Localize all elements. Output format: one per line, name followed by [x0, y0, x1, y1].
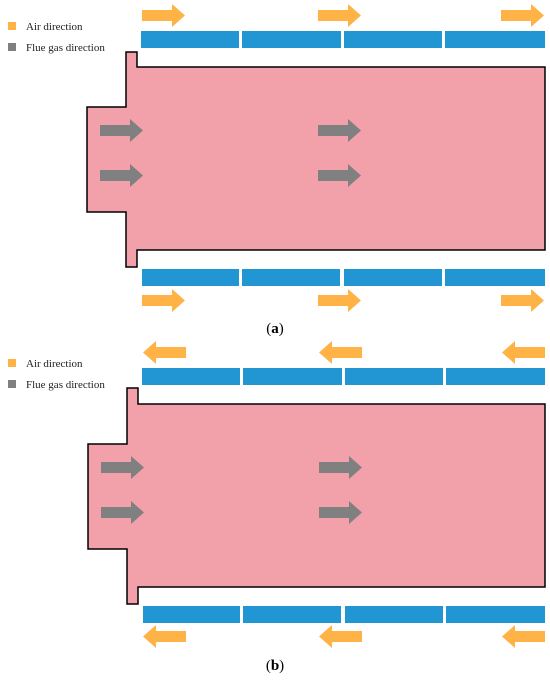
air-arrows-bottom-a [142, 289, 544, 312]
air-arrow [501, 289, 544, 312]
duct-segment [345, 368, 443, 385]
flue-arrow [100, 164, 143, 187]
duct-bottom-a [142, 269, 545, 286]
flue-arrow [319, 456, 362, 479]
duct-top-a [141, 31, 545, 48]
legend-air-swatch [8, 359, 16, 367]
panel-b: Air direction Flue gas direction [8, 341, 546, 674]
duct-segment [344, 269, 442, 286]
air-arrow [319, 625, 362, 648]
flue-arrows-b [101, 456, 362, 524]
duct-segment [142, 269, 239, 286]
duct-segment [242, 31, 341, 48]
duct-segment [243, 368, 342, 385]
duct-segment [446, 606, 545, 623]
duct-top-b [142, 368, 545, 385]
chamber-body [87, 387, 546, 605]
flue-arrow [318, 119, 361, 142]
air-arrow [319, 341, 362, 364]
duct-segment [142, 368, 240, 385]
duct-segment [141, 31, 239, 48]
flue-arrows-a [100, 119, 361, 187]
legend-air-swatch [8, 22, 16, 30]
flue-arrow [100, 119, 143, 142]
panel-b-caption: (b) [266, 658, 284, 674]
air-arrow [142, 4, 185, 27]
air-arrow [318, 4, 361, 27]
air-arrow [501, 4, 544, 27]
air-arrow [143, 341, 186, 364]
air-arrow [143, 625, 186, 648]
air-arrows-top-a [142, 4, 544, 27]
duct-segment [242, 269, 340, 286]
legend-flue-label: Flue gas direction [26, 42, 105, 54]
legend-b: Air direction Flue gas direction [8, 358, 105, 391]
air-arrow [502, 341, 545, 364]
duct-segment [446, 368, 545, 385]
panel-a-caption: (a) [266, 321, 284, 337]
air-arrow [318, 289, 361, 312]
duct-segment [445, 31, 545, 48]
legend-a: Air direction Flue gas direction [8, 21, 105, 54]
air-arrow [142, 289, 185, 312]
furnace-chamber-a [86, 51, 546, 268]
legend-air-label: Air direction [26, 21, 83, 33]
chamber-body [86, 51, 546, 268]
flue-arrow [101, 501, 144, 524]
flue-arrow [319, 501, 362, 524]
legend-flue-label: Flue gas direction [26, 379, 105, 391]
flue-arrow [101, 456, 144, 479]
legend-flue-swatch [8, 380, 16, 388]
air-arrows-top-b [143, 341, 545, 364]
furnace-chamber-b [87, 387, 546, 605]
panel-a: Air direction Flue gas direction [8, 4, 546, 337]
duct-segment [344, 31, 442, 48]
legend-air-label: Air direction [26, 358, 83, 370]
duct-segment [445, 269, 545, 286]
duct-bottom-b [143, 606, 545, 623]
duct-segment [143, 606, 240, 623]
flue-arrow [318, 164, 361, 187]
legend-flue-swatch [8, 43, 16, 51]
duct-segment [243, 606, 341, 623]
duct-segment [345, 606, 443, 623]
air-arrows-bottom-b [143, 625, 545, 648]
air-arrow [502, 625, 545, 648]
